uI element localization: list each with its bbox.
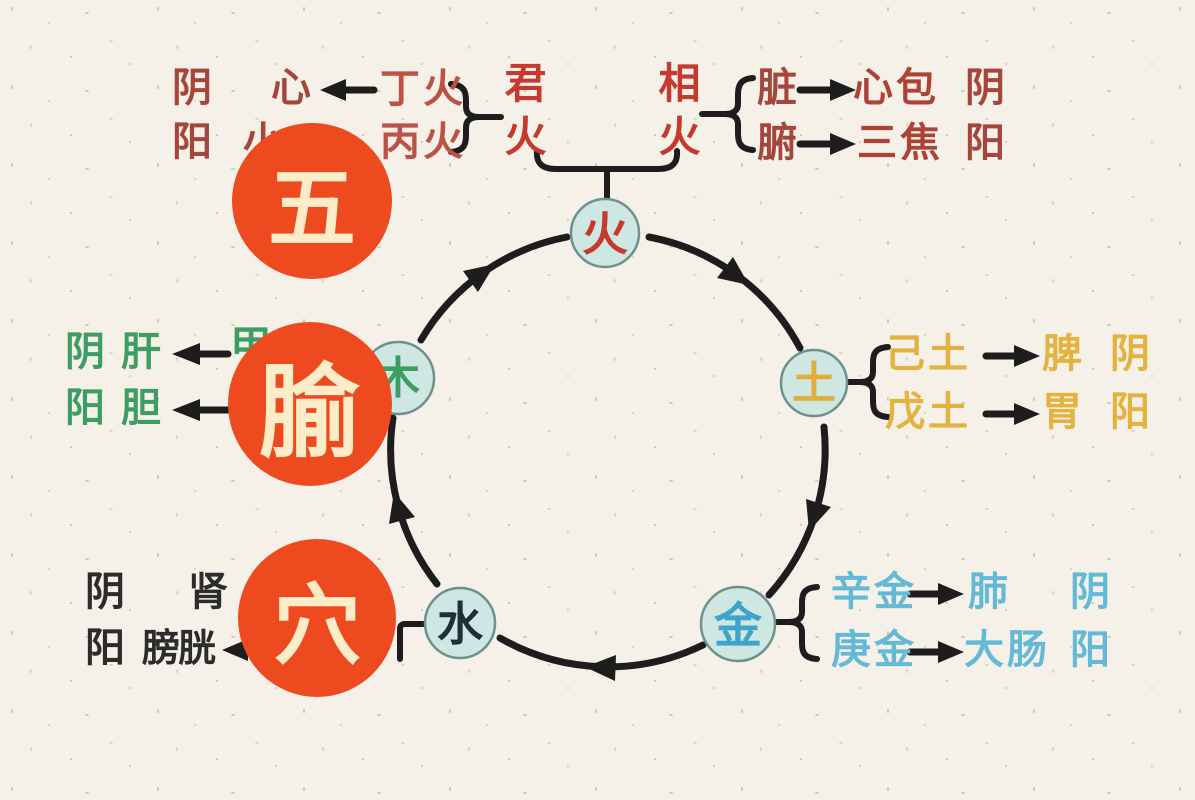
metal-yang-label: 阳 <box>1070 627 1110 673</box>
lung-label: 肺 <box>968 569 1008 615</box>
fire-yin-label: 阴 <box>172 65 212 111</box>
badge-wu: 五 <box>232 123 392 279</box>
large-intestine-label: 大肠 <box>964 627 1050 673</box>
ding-fire-label: 丁火 <box>380 66 466 112</box>
badge-shu: 腧 <box>228 322 392 486</box>
ministerial-fire-label: 相火 <box>652 61 701 167</box>
water-yin-label: 阴 <box>85 569 125 615</box>
arrowhead-fire-earth <box>717 257 749 285</box>
heart-label: 心 <box>271 65 311 111</box>
arrow-jia-to-liver <box>172 343 232 365</box>
bing-fire-label: 丙火 <box>380 119 466 165</box>
arrowhead-earth-metal <box>806 499 831 531</box>
cycle-arrowheads <box>389 257 831 681</box>
kidney-label: 肾 <box>188 569 228 615</box>
zang-label: 脏 <box>757 65 797 111</box>
earth-yang-label: 阳 <box>1110 389 1150 435</box>
element-nodes <box>360 197 849 663</box>
arc-fire-to-earth <box>645 233 804 352</box>
stomach-label: 胃 <box>1042 389 1082 435</box>
badge-wu-char: 五 <box>267 155 356 260</box>
arc-wood-to-fire <box>417 233 571 344</box>
water-node-circle <box>423 586 497 660</box>
arrow-wu-to-stomach <box>982 403 1040 425</box>
pericardium-label: 心包 <box>853 65 939 111</box>
spleen-label: 脾 <box>1042 331 1082 377</box>
fu-label: 腑 <box>757 120 797 166</box>
arrow-xin-to-lung <box>906 583 964 605</box>
bracket-dingbing-to-junfire <box>448 81 504 155</box>
arrowhead-water-wood <box>389 492 415 524</box>
arrowhead-metal-water <box>585 655 616 681</box>
bracket-earth-node-to-rows <box>843 344 891 420</box>
wood-yang-label: 阳 <box>65 385 105 431</box>
badge-shu-char: 腧 <box>259 352 361 473</box>
wu-earth-label: 戊土 <box>885 389 971 435</box>
xin-metal-label: 辛金 <box>831 569 917 615</box>
fire-node-label: 火 <box>582 207 628 261</box>
arrow-geng-to-large-intestine <box>906 641 964 663</box>
badge-xue-char: 穴 <box>272 572 361 677</box>
bracket-metal-node-to-rows <box>771 584 820 662</box>
sovereign-fire-label: 君火 <box>498 61 547 167</box>
bracket-xiangfire-to-zangfu <box>699 75 756 153</box>
fire-node-circle <box>569 197 641 269</box>
gallbladder-label: 胆 <box>121 385 161 431</box>
bracket-junxiang-to-fire-node <box>533 148 681 201</box>
ji-earth-label: 己土 <box>885 331 971 377</box>
brackets <box>397 75 891 662</box>
sanjiao-label: 三焦 <box>857 120 943 166</box>
arrow-ding-to-heart <box>320 79 378 101</box>
metal-node-label: 金 <box>713 598 763 654</box>
earth-node-label: 土 <box>792 358 836 409</box>
fire-yang-label: 阳 <box>172 119 212 165</box>
arrow-fu-to-sanjiao <box>796 133 856 155</box>
connector-water-node-corner <box>397 621 430 662</box>
small-arrows <box>172 79 1040 663</box>
badge-xue: 穴 <box>238 539 396 697</box>
water-yang-label: 阳 <box>85 625 125 671</box>
liver-label: 肝 <box>121 329 161 375</box>
zang-yin-label: 阴 <box>965 65 1005 111</box>
bladder-label: 膀胱 <box>141 626 216 670</box>
wood-yin-label: 阴 <box>65 329 105 375</box>
earth-node-circle <box>779 348 849 418</box>
earth-yin-label: 阴 <box>1110 331 1150 377</box>
arrow-zang-to-pericardium <box>796 79 856 101</box>
water-node-label: 水 <box>437 597 483 651</box>
arrow-to-gallbladder <box>172 399 232 421</box>
metal-node-circle <box>699 585 777 663</box>
metal-yin-label: 阴 <box>1070 569 1110 615</box>
fu-yang-label: 阳 <box>965 120 1005 166</box>
arrow-ji-to-spleen <box>982 345 1040 367</box>
geng-metal-label: 庚金 <box>831 627 917 673</box>
arrowhead-wood-fire <box>463 264 495 292</box>
